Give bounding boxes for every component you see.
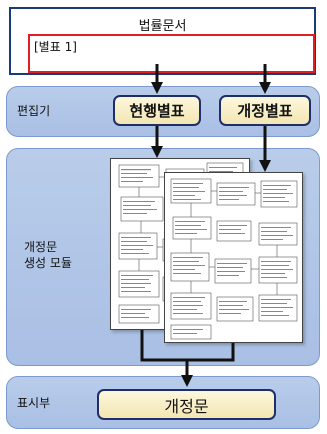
revised-table-button[interactable]: 개정별표: [219, 95, 311, 126]
merge-connector: [140, 330, 235, 362]
table-label: [별표 1]: [34, 40, 77, 54]
revision-output-button[interactable]: 개정문: [97, 389, 276, 420]
generator-label-line: 생성 모듈: [24, 256, 72, 270]
table-highlight-box: [별표 1]: [28, 34, 315, 73]
generator-label-line: 개정문: [24, 240, 58, 254]
display-label: 표시부: [17, 396, 51, 410]
legal-document-box: 법률문서 [별표 1]: [9, 7, 316, 75]
legal-document-title: 법률문서: [138, 19, 187, 34]
editor-label: 편집기: [17, 104, 51, 118]
revised-table-page: [164, 172, 303, 343]
current-table-button[interactable]: 현행별표: [113, 95, 201, 126]
revised-table-page-content: [170, 178, 298, 340]
